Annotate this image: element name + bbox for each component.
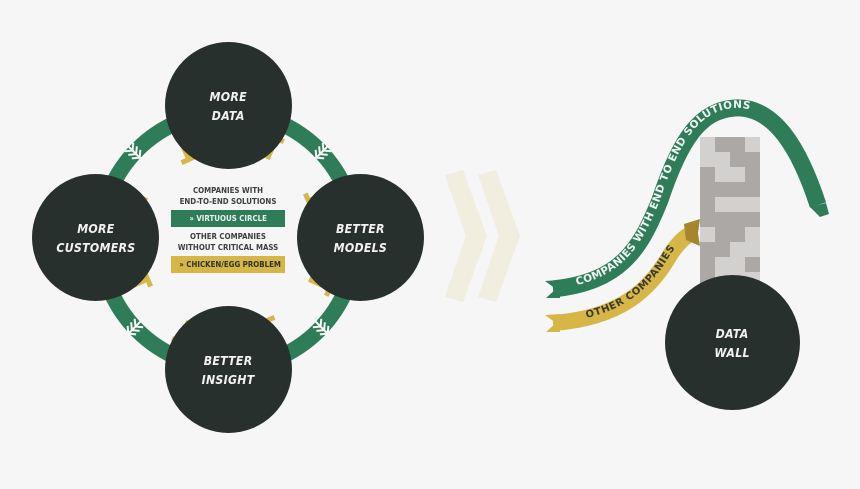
virtuous-circle-badge: » VIRTUOUS CIRCLE (171, 210, 285, 227)
group2-line2: WITHOUT CRITICAL MASS (177, 242, 279, 252)
gold-ribbon-arrowhead (684, 219, 700, 246)
group1-line1: COMPANIES WITH (192, 185, 264, 195)
cycle-legend: COMPANIES WITH END-TO-END SOLUTIONS » VI… (168, 185, 288, 277)
data-wall-bricks (700, 137, 760, 297)
group1-line2: END-TO-END SOLUTIONS (179, 196, 277, 206)
green-ribbon (552, 99, 827, 298)
group2-line1: OTHER COMPANIES (190, 231, 266, 241)
double-chevron-right-icon (445, 170, 520, 302)
chicken-egg-badge: » CHICKEN/EGG PROBLEM (171, 256, 285, 273)
